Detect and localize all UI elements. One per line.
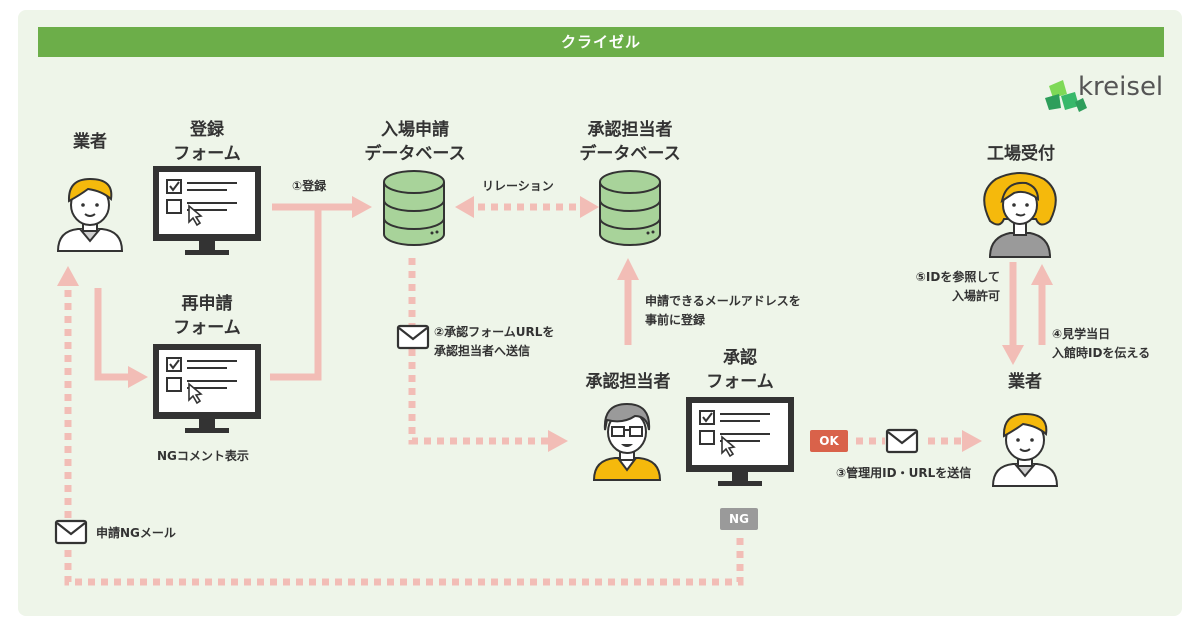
arrow-reapply [270, 207, 322, 381]
approver-avatar [592, 402, 662, 481]
reapply-form-label: 再申請 フォーム [150, 292, 264, 340]
arrow-vendor-reapply [94, 288, 128, 381]
ng-mail-label: 申請NGメール [96, 526, 176, 540]
factory-reception-label: 工場受付 [987, 144, 1055, 164]
edge-register-email-line1: 申請できるメールアドレスを [645, 294, 801, 308]
ng-badge: NG [720, 508, 758, 530]
approver-db-label-line1: 承認担当者 [587, 120, 673, 140]
edge-register-email-line2: 事前に登録 [645, 313, 706, 327]
reception-avatar [983, 172, 1057, 258]
approver-database-icon [599, 170, 661, 246]
approval-form-label: 承認 フォーム [684, 346, 796, 394]
register-form-label: 登録 フォーム [150, 118, 264, 166]
edge-send-url-label: ②承認フォームURLを 承認担当者へ送信 [434, 323, 554, 361]
edge-allow-entry-line2: 入場許可 [951, 289, 1000, 303]
arrow-ng-mail [64, 290, 744, 586]
mail-icon [54, 519, 88, 545]
logo-text: kreisel [1078, 72, 1164, 102]
dotted-flows [64, 203, 962, 586]
approver-label: 承認担当者 [585, 372, 671, 392]
edge-register-label: ①登録 [292, 179, 327, 193]
reapply-form-label-line1: 再申請 [181, 294, 233, 314]
register-form-label-line2: フォーム [173, 144, 241, 164]
edge-tell-id-line1: ④見学当日 [1052, 327, 1111, 341]
flow-arrows [94, 203, 1046, 381]
approver-db-label-line2: データベース [579, 144, 681, 164]
edge-send-url-line1: ②承認フォームURLを [434, 325, 555, 339]
register-form-monitor [152, 165, 262, 256]
diagram-panel [18, 10, 1182, 616]
edge-allow-entry-label: ⑤IDを参照して 入場許可 [896, 268, 1000, 306]
edge-tell-id-line2: 入館時IDを伝える [1052, 346, 1151, 360]
mail-icon [885, 428, 919, 454]
register-form-label-line1: 登録 [190, 120, 224, 140]
vendor-left-label: 業者 [73, 132, 107, 152]
page-title: クライゼル [38, 27, 1164, 57]
edge-tell-id-label: ④見学当日 入館時IDを伝える [1052, 325, 1150, 363]
entry-db-label-line1: 入場申請 [381, 120, 449, 140]
ok-badge: OK [810, 430, 848, 452]
reapply-form-monitor [152, 343, 262, 434]
kreisel-logo-icon [1045, 80, 1087, 112]
vendor-right-avatar [992, 413, 1058, 487]
reapply-form-label-line2: フォーム [173, 318, 241, 338]
arrow-send-url [408, 258, 548, 445]
edge-register-email-label: 申請できるメールアドレスを 事前に登録 [645, 292, 801, 330]
entry-db-label-line2: データベース [364, 144, 466, 164]
edge-allow-entry-line1: ⑤IDを参照して [915, 270, 1000, 284]
edge-send-id-label: ③管理用ID・URLを送信 [836, 466, 972, 480]
ng-comment-label: NGコメント表示 [157, 449, 249, 463]
approver-db-label: 承認担当者 データベース [555, 118, 705, 166]
approval-form-label-line1: 承認 [723, 348, 757, 368]
vendor-right-label: 業者 [1008, 372, 1042, 392]
vendor-left-avatar [57, 178, 123, 252]
approval-form-label-line2: フォーム [706, 372, 774, 392]
edge-send-url-line2: 承認担当者へ送信 [434, 344, 531, 358]
entry-db-label: 入場申請 データベース [340, 118, 490, 166]
arrow-heads [57, 196, 1053, 452]
entry-database-icon [383, 170, 445, 246]
edge-relation-label: リレーション [482, 179, 554, 193]
mail-icon [396, 324, 430, 350]
approval-form-monitor [685, 396, 795, 487]
